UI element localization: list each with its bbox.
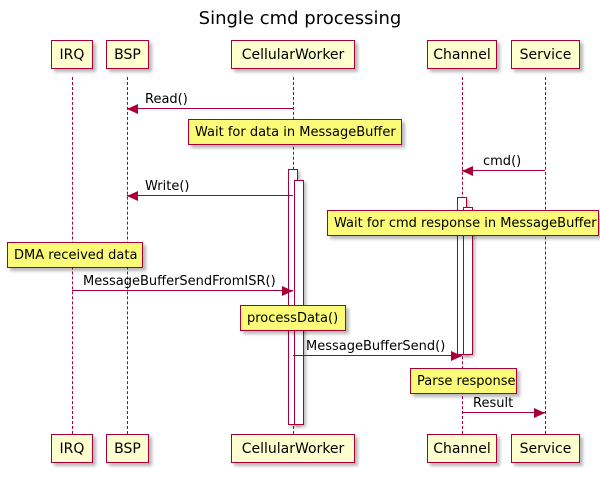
message-line-write	[127, 195, 293, 196]
message-label-write: Write()	[145, 179, 190, 194]
note-wait-for-data-in-messagebuffer: Wait for data in MessageBuffer	[188, 119, 402, 145]
participant-label: Service	[519, 46, 572, 63]
participant-label: CellularWorker	[241, 440, 345, 457]
arrowhead-result	[534, 407, 545, 418]
participant-bsp-bottom[interactable]: BSP	[106, 434, 149, 463]
note-parse-response: Parse response	[410, 368, 517, 394]
message-line-messagebuffersend	[293, 355, 462, 356]
participant-service-bottom[interactable]: Service	[511, 434, 580, 463]
diagram-title: Single cmd processing	[198, 8, 402, 29]
message-label-read: Read()	[145, 92, 188, 107]
note-dma-received-data: DMA received data	[7, 242, 143, 268]
activation-bar-cellularworker	[294, 180, 304, 425]
note-processdata: processData()	[240, 305, 346, 331]
lifeline-service	[545, 77, 546, 434]
message-line-read	[127, 108, 293, 109]
arrowhead-read	[127, 103, 138, 114]
arrowhead-cmd	[462, 165, 473, 176]
note-text: DMA received data	[14, 247, 138, 263]
participant-label: IRQ	[59, 46, 85, 63]
participant-irq-top[interactable]: IRQ	[51, 40, 93, 69]
message-line-messagebuffersendfromisr	[72, 290, 293, 291]
participant-cellularworker-bottom[interactable]: CellularWorker	[231, 434, 355, 463]
message-line-cmd	[462, 170, 545, 171]
participant-bsp-top[interactable]: BSP	[106, 40, 149, 69]
note-wait-for-cmd-response-in-messagebuffer: Wait for cmd response in MessageBuffer	[327, 210, 599, 236]
note-text: Wait for cmd response in MessageBuffer	[334, 215, 597, 231]
participant-label: Channel	[433, 46, 491, 63]
participant-label: Channel	[433, 440, 491, 457]
participant-irq-bottom[interactable]: IRQ	[51, 434, 93, 463]
activation-bar-channel	[463, 207, 473, 355]
note-text: Wait for data in MessageBuffer	[195, 124, 396, 140]
arrowhead-messagebuffersendfromisr	[282, 285, 293, 296]
note-text: processData()	[247, 310, 339, 326]
participant-label: IRQ	[59, 440, 85, 457]
message-line-result	[462, 412, 545, 413]
participant-cellularworker-top[interactable]: CellularWorker	[231, 40, 355, 69]
message-label-cmd: cmd()	[483, 154, 522, 169]
arrowhead-write	[127, 190, 138, 201]
participant-channel-top[interactable]: Channel	[427, 40, 497, 69]
message-label-messagebuffersend: MessageBufferSend()	[306, 339, 446, 354]
participant-label: CellularWorker	[241, 46, 345, 63]
participant-label: Service	[519, 440, 572, 457]
message-label-result: Result	[473, 396, 514, 411]
participant-channel-bottom[interactable]: Channel	[427, 434, 497, 463]
participant-label: BSP	[114, 440, 141, 457]
message-label-messagebuffersendfromisr: MessageBufferSendFromISR()	[83, 274, 276, 289]
participant-label: BSP	[114, 46, 141, 63]
participant-service-top[interactable]: Service	[511, 40, 580, 69]
note-text: Parse response	[417, 373, 516, 389]
arrowhead-messagebuffersend	[451, 350, 462, 361]
